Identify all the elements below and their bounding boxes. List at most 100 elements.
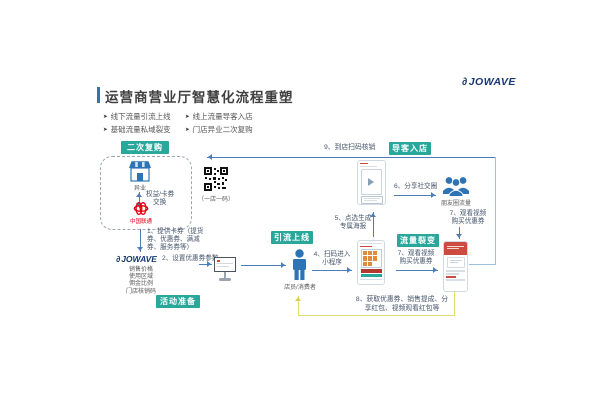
phone1-footer-line [360,278,382,280]
jowave-platform-logo: ∂JOWAVE [116,254,157,264]
phone-poster [357,160,386,205]
banner-line [363,198,380,199]
arrow-step7-right [396,267,438,274]
coupon-params-list: 销售价格 使用区域 佣金比例 门店核销码 [112,267,170,296]
phone3-header-line [447,248,459,250]
arrow-step7-down [456,227,463,239]
qr-caption: （一店一码） [197,197,234,203]
stage-online: 引流上线 [271,231,313,244]
coupon-cell [372,250,378,255]
coupon-cell [362,261,367,266]
coupon-cell [362,256,367,261]
jowave-logo-text: JOWAVE [468,76,516,88]
step8-text: 8、获取优惠券、销售提成、分 享红包、视频观看红包等 [338,296,466,313]
phone3-coupon-card [446,257,465,268]
banner-line [363,200,377,201]
phone3-body-line [446,273,459,275]
coupon-cell [367,256,372,261]
exchange-label-line2: 交换 [153,199,167,206]
step4-text: 4、扫码进入 小程序 [311,251,353,267]
bracket-to-phone3 [469,264,496,265]
step2-text: 2、设置优惠券参数 [162,255,219,262]
step6-text: 6、分享社交圈 [394,183,438,190]
phone3-body-line [446,279,465,281]
step7-center-text: 7、观看视频 购买优惠券 [396,250,436,266]
page-title: 运营商营业厅智慧化流程重塑 [105,90,294,105]
bullet-offline-traffic: 线下流量引流上线 [103,111,171,122]
step8-line2: 享红包、视频观看红包等 [364,304,440,312]
reward-path-bottom [298,315,455,316]
coupon-cell [367,250,372,255]
play-icon [368,177,378,186]
china-unicom-icon [131,200,151,222]
kiosk-screen-line [217,265,229,267]
stage-fission: 流量裂变 [397,234,439,247]
store-icon [127,160,153,187]
kiosk-screen-logo [216,259,220,262]
exchange-label-line1: 权益/卡券 [146,191,175,198]
coupon-card-line [449,259,462,261]
phone1-banner [360,269,382,273]
step5-line1: 5、点选生成 [334,215,372,222]
phone1-title-line [360,245,372,247]
coupon-card-line [449,262,458,263]
reward-path-right [454,292,455,316]
phone3-header-line [447,245,464,247]
bullet-private-domain: 基础流量私域裂变 [103,124,171,135]
step8-line1: 8、获取优惠券、销售提成、分 [355,296,449,303]
consumer-label: 店员/消费者 [284,285,316,291]
step4-line2: 小程序 [322,259,342,267]
param-region: 使用区域 [128,274,153,281]
phone2-logo-line [360,162,368,164]
arrow-step2-right [199,261,212,268]
stage-prepare: 活动准备 [156,295,200,308]
reward-path-arrow-up [295,296,302,316]
phone2-share-banner [360,196,383,204]
arrow-step6-right [394,192,436,199]
step7-right-text: 7、观看视频 购买优惠券 [448,210,488,226]
step7-center-line1: 7、观看视频 [397,250,435,257]
kiosk-base [219,278,231,281]
arrow-step9-left [207,154,495,161]
china-unicom-label: 中国联通 [129,219,152,225]
jowave-logo: ∂JOWAVE [462,76,516,88]
step1-line3: 券、服务券等） [147,244,194,252]
stage-repurchase: 二次复购 [121,141,169,154]
phone3-header [444,242,467,255]
jowave-logo-icon: ∂ [462,76,468,88]
qr-code-icon [204,167,228,196]
phone-coupon-purchase [443,241,468,292]
param-commission: 佣金比例 [128,281,153,288]
phone1-coupon-grid [360,248,382,268]
coupon-cell [362,250,367,255]
param-price: 销售价格 [128,267,153,273]
step1-line1: 1、提供卡券（提货 [147,228,204,235]
arrow-kiosk-to-person [241,262,286,269]
bullet-repurchase: 门店异业二次复购 [185,124,253,135]
jowave-platform-logo-text: JOWAVE [121,254,157,264]
kiosk-pole [224,272,226,278]
step9-text: 9、到店扫码核销 [324,144,376,151]
arrow-step1-down [137,229,144,252]
consumer-person-icon [291,249,308,286]
bracket-right-vertical [495,157,496,265]
step1-text: 1、提供卡券（提货 券、优惠券、满减 券、服务券等） [147,228,203,253]
step5-text: 5、点选生成 专属海报 [334,215,372,231]
phone1-footer-bar [360,274,382,277]
store-label: 异业 [133,186,146,192]
phone2-header-line [360,165,377,167]
arrow-step4-right [312,267,352,274]
stage-instore: 导客入店 [389,142,431,155]
exchange-double-arrow [136,192,143,208]
phone3-body-line [446,270,465,272]
step7-right-line2: 购买优惠券 [451,218,485,226]
phone1-header-line [360,242,382,244]
kiosk-screen-line [217,263,233,265]
arrow-step5-up [370,212,377,237]
bullet-online-traffic: 线上流量导客入店 [185,111,253,122]
phone-miniprogram [357,240,385,285]
kiosk-display-icon [214,257,236,281]
partner-exchange-box [100,156,192,230]
coupon-cell [367,261,372,266]
